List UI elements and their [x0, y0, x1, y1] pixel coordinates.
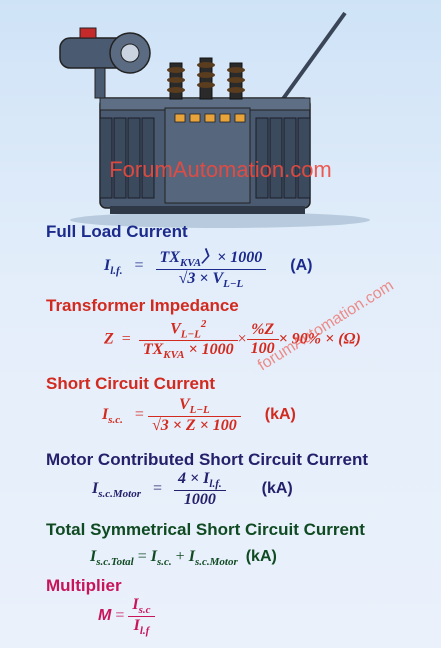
heading-total-symmetrical: Total Symmetrical Short Circuit Current — [46, 520, 365, 539]
transformer-illustration — [59, 11, 370, 228]
formula-total-symmetrical: Is.c.Total = Is.c. + Is.c.Motor (kA) — [90, 548, 277, 568]
unit-amp: (A) — [290, 257, 313, 275]
heading-transformer-impedance: Transformer Impedance — [46, 296, 239, 315]
formula-short-circuit: Is.c. = VL−L √3 × Z × 100 (kA) — [102, 396, 296, 434]
unit-kiloamp: (kA) — [261, 480, 293, 498]
heading-multiplier: Multiplier — [46, 576, 122, 595]
heading-short-circuit-current: Short Circuit Current — [46, 374, 216, 393]
unit-kiloamp: (kA) — [245, 548, 277, 565]
formula-full-load: Il.f. = TXKVA〉× 1000 √3 × VL−L (A) — [104, 249, 313, 290]
heading-motor-contributed: Motor Contributed Short Circuit Current — [46, 450, 369, 469]
unit-kiloamp: (kA) — [264, 406, 296, 424]
watermark-text: ForumAutomation.com — [109, 157, 332, 182]
formula-multiplier: M = Is.c Il.f — [98, 596, 155, 637]
formula-impedance: Z = VL−L2 TXKVA × 1000 × %Z 100 × 90% × … — [104, 318, 361, 362]
heading-full-load-current: Full Load Current — [46, 222, 188, 241]
formula-motor: Is.c.Motor = 4 × Il.f. 1000 (kA) — [92, 470, 293, 508]
